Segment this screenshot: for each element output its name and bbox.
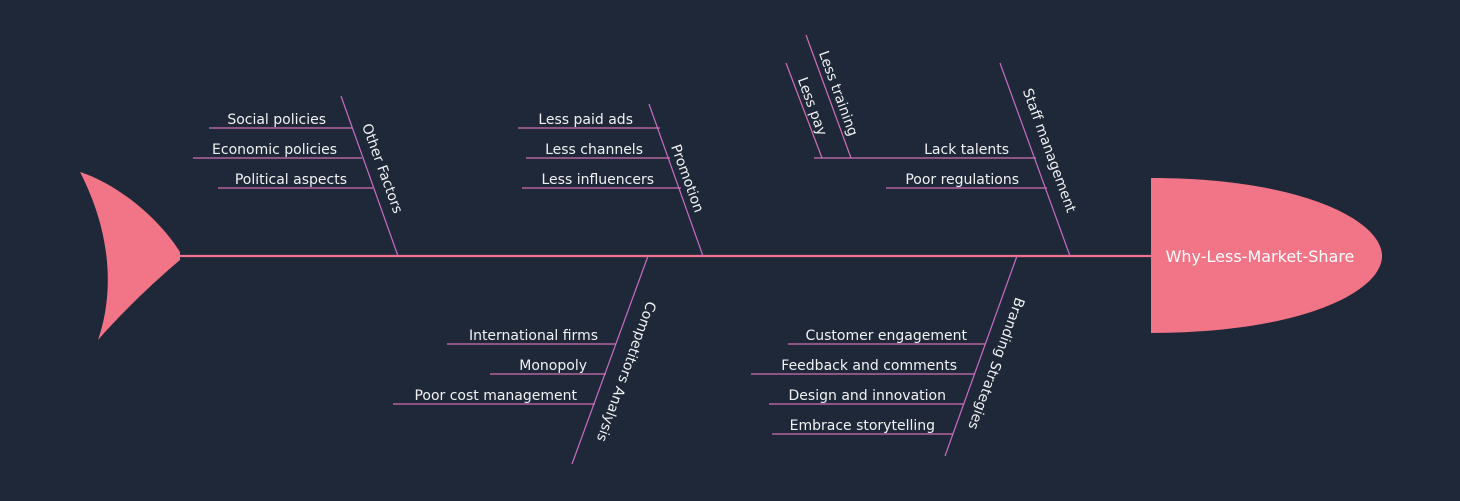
sub-cause: Less influencers (541, 172, 654, 188)
fish-head[interactable]: Why-Less-Market-Share (1151, 178, 1382, 333)
fish-tail (80, 172, 180, 340)
sub-cause: Customer engagement (805, 328, 967, 344)
cause-label: Competitors Analysis (593, 299, 659, 444)
sub-cause: Less channels (545, 142, 643, 158)
bone-line (999, 62, 1071, 257)
sub-line (805, 34, 852, 159)
cause-branding-strategies[interactable]: Branding Strategies Customer engagement … (751, 255, 1027, 457)
cause-other-factors[interactable]: Other Factors Social policies Economic p… (193, 95, 405, 257)
sub-cause: Embrace storytelling (790, 418, 935, 434)
bone-line (648, 103, 704, 257)
sub-line (785, 62, 823, 159)
sub-cause: Poor regulations (905, 172, 1019, 188)
bone-line (944, 255, 1018, 457)
sub-cause: Monopoly (519, 358, 587, 374)
sub-cause: Lack talents (924, 142, 1009, 158)
cause-staff-management[interactable]: Staff management Lack talents Poor regul… (785, 34, 1079, 257)
cause-competitors-analysis[interactable]: Competitors Analysis International firms… (393, 255, 659, 465)
sub-cause: Less paid ads (538, 112, 633, 128)
bone-line (571, 255, 649, 465)
sub-cause: Poor cost management (414, 388, 577, 404)
cause-label: Other Factors (358, 122, 405, 216)
sub-cause: International firms (469, 328, 598, 344)
sub-cause: Economic policies (212, 142, 337, 158)
head-label: Why-Less-Market-Share (1166, 247, 1355, 266)
cause-promotion[interactable]: Promotion Less paid ads Less channels Le… (518, 103, 706, 257)
sub-cause: Design and innovation (789, 388, 946, 404)
cause-label: Promotion (667, 142, 706, 214)
sub-cause: Political aspects (235, 172, 347, 188)
sub-cause: Feedback and comments (781, 358, 957, 374)
sub-cause: Social policies (227, 112, 326, 128)
bone-line (340, 95, 399, 257)
